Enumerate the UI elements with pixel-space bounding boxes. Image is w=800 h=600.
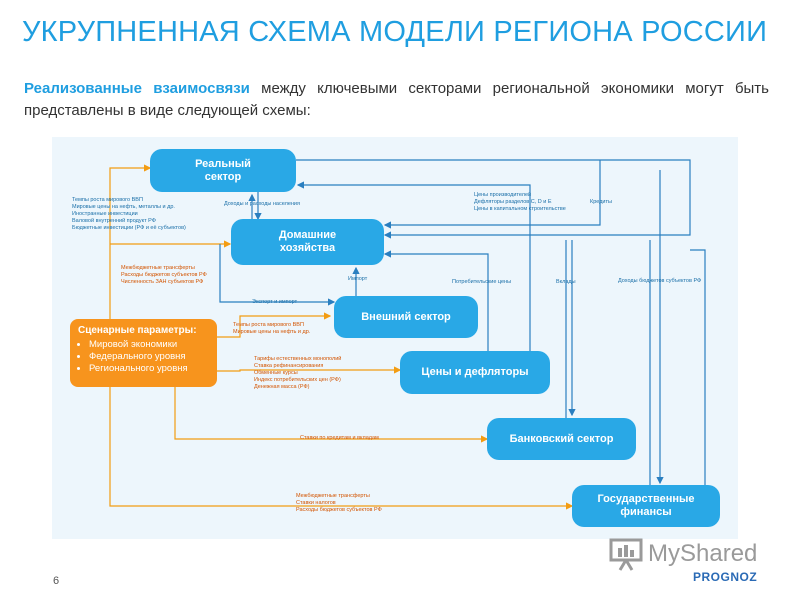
node-prices-deflators: Цены и дефляторы: [400, 351, 550, 394]
scenario-item: Мировой экономики: [89, 339, 209, 351]
watermark-text: MyShared: [648, 540, 758, 567]
brand-logo: PROGNOZ: [693, 570, 758, 584]
scenario-item: Регионального уровня: [89, 363, 209, 375]
node-real-sector: Реальный сектор: [150, 149, 296, 192]
scenario-header: Сценарные параметры:: [78, 325, 197, 336]
label-import: Импорт: [348, 276, 368, 282]
label-budget-revenues: Доходы бюджетов субъектов РФ: [618, 278, 702, 284]
label-household-income: Доходы и расходы населения: [224, 201, 300, 207]
scenario-parameters-box: Сценарные параметры: Мировой экономики Ф…: [70, 319, 217, 387]
label-deposits: Вклады: [556, 279, 576, 285]
page-title: УКРУПНЕННАЯ СХЕМА МОДЕЛИ РЕГИОНА РОССИИ: [22, 16, 768, 48]
intro-paragraph: Реализованные взаимосвязи между ключевым…: [24, 78, 769, 122]
node-external-sector: Внешний сектор: [334, 296, 478, 338]
watermark-logo: MyShared: [606, 536, 766, 576]
page-number: 6: [53, 575, 60, 587]
node-bank-sector: Банковский сектор: [487, 418, 636, 460]
intro-text: между ключевыми секторами региональной э…: [24, 80, 769, 119]
label-export-import: Экспорт и импорт: [252, 299, 298, 305]
node-households: Домашние хозяйства: [231, 219, 384, 265]
scenario-list: Мировой экономики Федерального уровня Ре…: [78, 339, 209, 375]
presentation-icon: [609, 538, 643, 571]
scenario-item: Федерального уровня: [89, 351, 209, 363]
label-consumer-prices: Потребительские цены: [452, 279, 512, 285]
node-government-finance: Государственные финансы: [572, 485, 720, 527]
intro-highlight: Реализованные взаимосвязи: [24, 80, 250, 97]
label-interest-rates: Ставки по кредитам и вкладам: [300, 435, 379, 441]
label-credits: Кредиты: [590, 199, 612, 205]
